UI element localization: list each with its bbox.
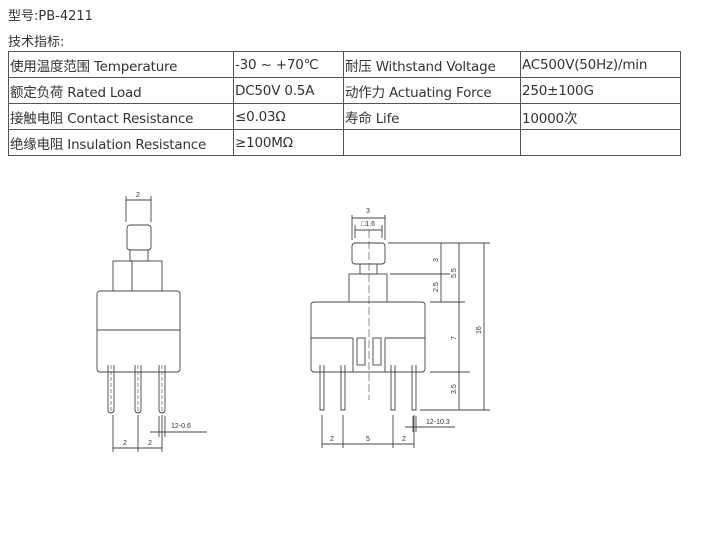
spec-label: 动作力 Actuating Force [343,77,521,104]
dim-pitch-1: 2 [123,440,127,447]
dim-pitch-3: 2 [402,436,406,443]
spec-heading: 技术指标: [8,35,65,50]
pin-note: 12-0.6 [171,423,191,430]
dim-pitch-2: 2 [148,440,152,447]
dim-cap-height: 3 [433,258,440,262]
dim-pitch-2: 5 [366,436,370,443]
dim-body-height: 7 [451,336,458,340]
spec-value: 250±100G [520,77,681,104]
spec-value: DC50V 0.5A [233,77,344,104]
spec-label: 绝缘电阻 Insulation Resistance [8,129,234,156]
spec-label: 耐压 Withstand Voltage [343,51,521,78]
dim-upper-height: 2.5 [433,282,440,292]
spec-label: 使用温度范围 Temperature [8,51,234,78]
spec-label [343,129,521,156]
dim-pin-length: 3.5 [451,384,458,394]
dim-stem-square: □1.6 [361,221,375,228]
spec-label: 接触电阻 Contact Resistance [8,103,234,130]
dim-overall: 16 [476,326,483,334]
spec-value: AC500V(50Hz)/min [520,51,681,78]
dim-top-total: 5.5 [451,268,458,278]
model-number: 型号:PB-4211 [8,9,93,24]
table-row: 绝缘电阻 Insulation Resistance≥100MΩ [8,129,681,156]
pin-note: 12-10.3 [426,419,450,426]
left-view: 2 2 2 12-0.6 [96,192,207,452]
spec-value: ≥100MΩ [233,129,344,156]
spec-value: ≤0.03Ω [233,103,344,130]
spec-value [520,129,681,156]
spec-label: 额定负荷 Rated Load [8,77,234,104]
dim-pitch-1: 2 [330,436,334,443]
dim-cap-width: 3 [366,208,370,215]
dim-top-width: 2 [136,192,140,199]
right-view: 3 □1.6 3 2.5 5.5 7 3.5 16 2 5 2 12-10.3 [310,208,490,448]
